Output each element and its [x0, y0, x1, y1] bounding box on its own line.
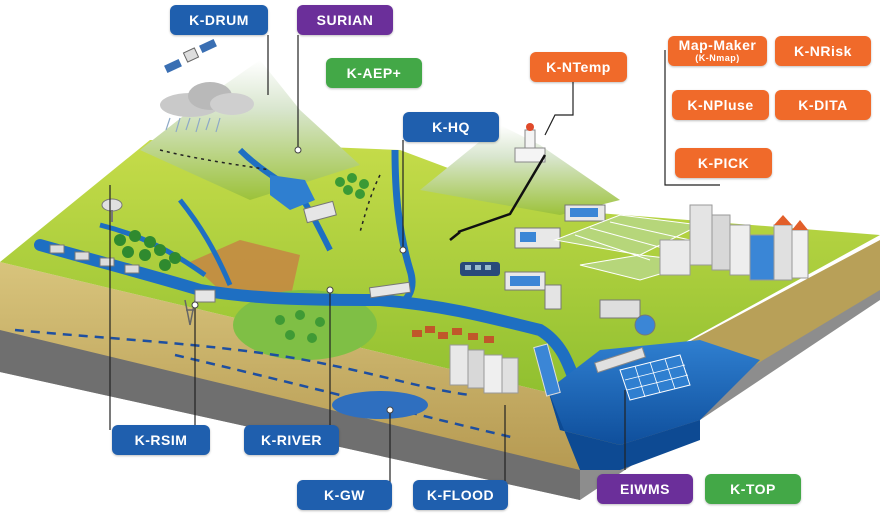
- main-river: [34, 239, 586, 401]
- forest-left: [114, 230, 181, 271]
- satellite-icon: [164, 38, 217, 74]
- marker-dots: [191, 146, 407, 414]
- water-tank-icon: [504, 271, 546, 291]
- forest-meadow: [275, 310, 325, 343]
- weather-station-icon: [514, 123, 546, 163]
- label-k-river[interactable]: K-RIVER: [244, 425, 339, 455]
- city-right: [659, 204, 809, 281]
- weirs: [49, 244, 140, 274]
- radar-dish-icon: [101, 198, 123, 222]
- reservoir: [270, 175, 315, 210]
- tributary-left: [178, 198, 233, 286]
- label-k-npluse[interactable]: K-NPluse: [672, 90, 769, 120]
- groundwater-flow-upper: [14, 328, 471, 397]
- label-map-maker[interactable]: Map-Maker (K-Nmap): [668, 36, 767, 66]
- label-eiwms[interactable]: EIWMS: [597, 474, 693, 504]
- wastewater-plant-icon: [599, 299, 656, 336]
- train-icon: [460, 262, 500, 276]
- canal: [533, 343, 561, 397]
- label-k-flood[interactable]: K-FLOOD: [413, 480, 508, 510]
- treatment-plant-left: [514, 227, 561, 249]
- rain-cloud-icon: [160, 82, 254, 133]
- label-k-dita[interactable]: K-DITA: [775, 90, 871, 120]
- city-river: [412, 326, 519, 394]
- label-k-pick[interactable]: K-PICK: [675, 148, 772, 178]
- groundwater-flow-lower: [174, 353, 516, 440]
- meadow: [233, 290, 377, 360]
- land-surface: [0, 140, 880, 400]
- estuary-barrage: [594, 346, 691, 401]
- label-k-top[interactable]: K-TOP: [705, 474, 801, 504]
- label-k-hq[interactable]: K-HQ: [403, 112, 499, 142]
- label-k-gw[interactable]: K-GW: [297, 480, 392, 510]
- treatment-plant-upper: [564, 204, 606, 222]
- label-k-rsim[interactable]: K-RSIM: [112, 425, 210, 455]
- map-maker-subtitle: (K-Nmap): [695, 53, 740, 63]
- dam-upper: [303, 200, 337, 224]
- data-links: [449, 154, 547, 241]
- sea-front: [548, 390, 700, 470]
- dam-lower: [194, 289, 216, 303]
- soil-layer: [0, 262, 580, 470]
- mountain-right: [420, 125, 620, 215]
- map-maker-title: Map-Maker: [678, 37, 757, 53]
- label-k-nrisk[interactable]: K-NRisk: [775, 36, 871, 66]
- label-surian[interactable]: SURIAN: [297, 5, 393, 35]
- aquifer-pocket: [332, 391, 428, 419]
- wifi-building-icon: [544, 284, 562, 310]
- groundwater-band: [0, 330, 580, 500]
- label-k-ntemp[interactable]: K-NTemp: [530, 52, 627, 82]
- label-k-aep-plus[interactable]: K-AEP+: [326, 58, 422, 88]
- dam-mid: [368, 281, 412, 299]
- forest-upper: [335, 173, 369, 199]
- label-k-drum[interactable]: K-DRUM: [170, 5, 268, 35]
- mountain-left: [140, 60, 360, 200]
